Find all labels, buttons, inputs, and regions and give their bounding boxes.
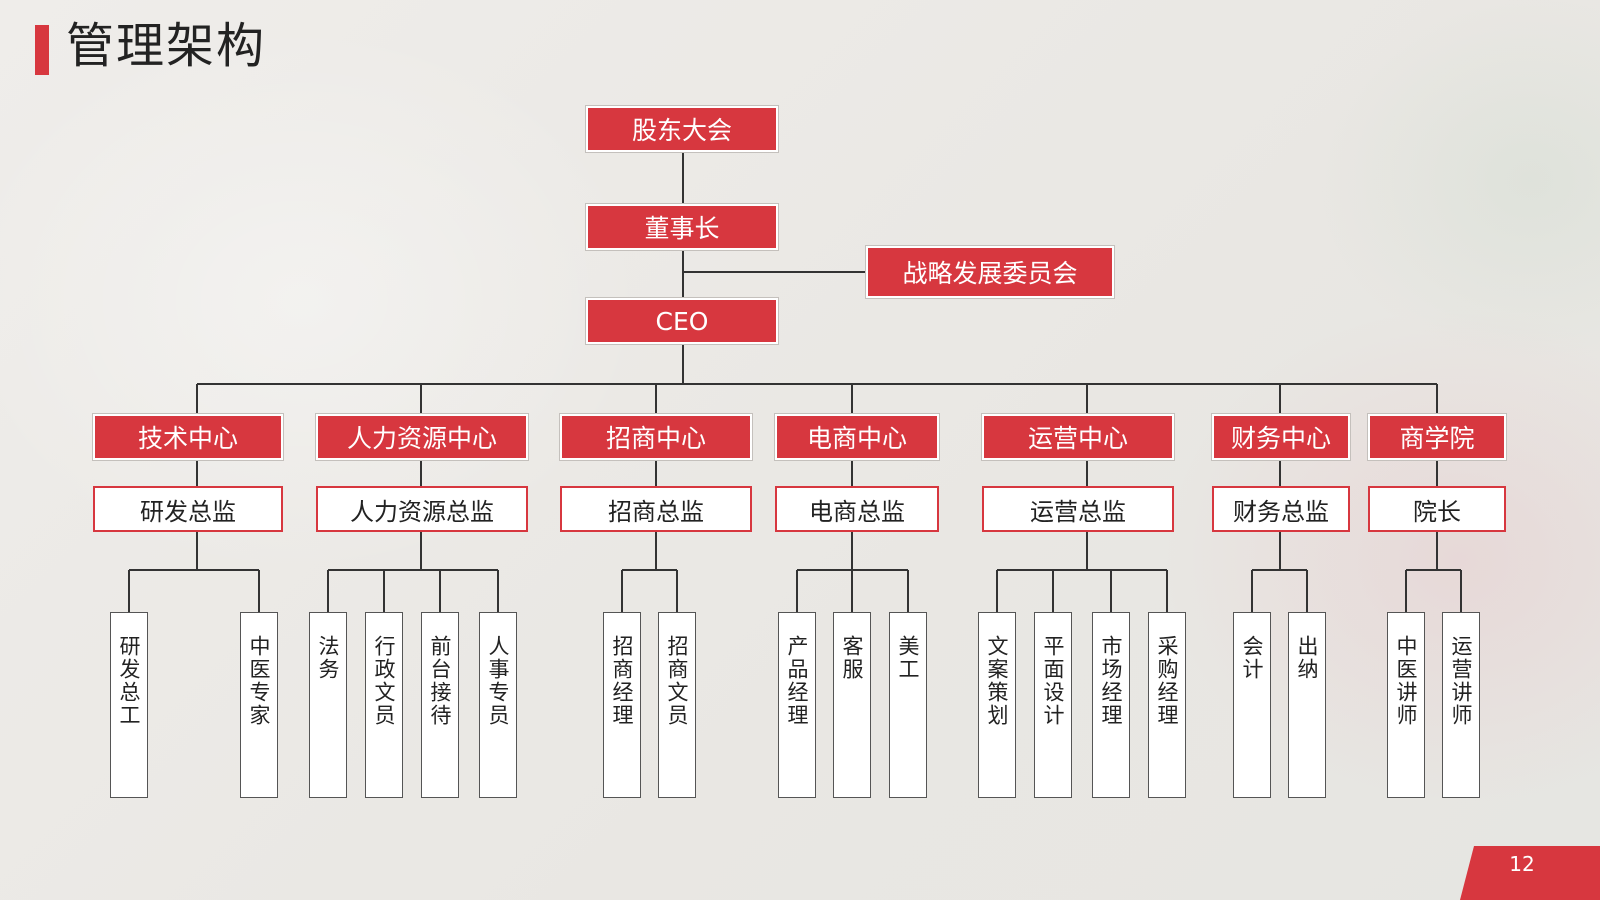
staff-tcm-lecturer: 中医讲师 [1387,612,1425,798]
dept-ecommerce-center: 电商中心 [775,414,939,460]
staff-purchasing-manager: 采购经理 [1148,612,1186,798]
staff-marketing-manager: 市场经理 [1092,612,1130,798]
dept-investment-center: 招商中心 [560,414,752,460]
staff-product-manager: 产品经理 [778,612,816,798]
head-investment-director: 招商总监 [560,486,752,532]
staff-tcm-expert: 中医专家 [240,612,278,798]
staff-designer: 美工 [889,612,927,798]
staff-receptionist: 前台接待 [421,612,459,798]
strategy-committee-node: 战略发展委员会 [866,246,1114,298]
staff-customer-service: 客服 [833,612,871,798]
head-operations-director: 运营总监 [982,486,1174,532]
staff-admin-clerk: 行政文员 [365,612,403,798]
head-finance-director: 财务总监 [1212,486,1350,532]
dept-finance-center: 财务中心 [1212,414,1350,460]
staff-investment-clerk: 招商文员 [658,612,696,798]
page-title: 管理架构 [66,18,267,74]
staff-hr-specialist: 人事专员 [479,612,517,798]
staff-rd-chief-engineer: 研发总工 [110,612,148,798]
staff-operations-lecturer: 运营讲师 [1442,612,1480,798]
dept-hr-center: 人力资源中心 [316,414,528,460]
staff-legal: 法务 [309,612,347,798]
head-hr-director: 人力资源总监 [316,486,528,532]
staff-copywriter: 文案策划 [978,612,1016,798]
dept-tech-center: 技术中心 [93,414,283,460]
head-ecommerce-director: 电商总监 [775,486,939,532]
shareholders-meeting-node: 股东大会 [586,106,778,152]
ceo-node: CEO [586,298,778,344]
page-number-tab [1460,846,1600,900]
chairman-node: 董事长 [586,204,778,250]
head-rd-director: 研发总监 [93,486,283,532]
staff-cashier: 出纳 [1288,612,1326,798]
staff-accountant: 会计 [1233,612,1271,798]
page-number: 12 [1509,852,1535,876]
title-accent-bar [35,25,49,75]
dept-business-school: 商学院 [1368,414,1506,460]
head-dean: 院长 [1368,486,1506,532]
staff-investment-manager: 招商经理 [603,612,641,798]
staff-graphic-designer: 平面设计 [1034,612,1072,798]
dept-operations-center: 运营中心 [982,414,1174,460]
